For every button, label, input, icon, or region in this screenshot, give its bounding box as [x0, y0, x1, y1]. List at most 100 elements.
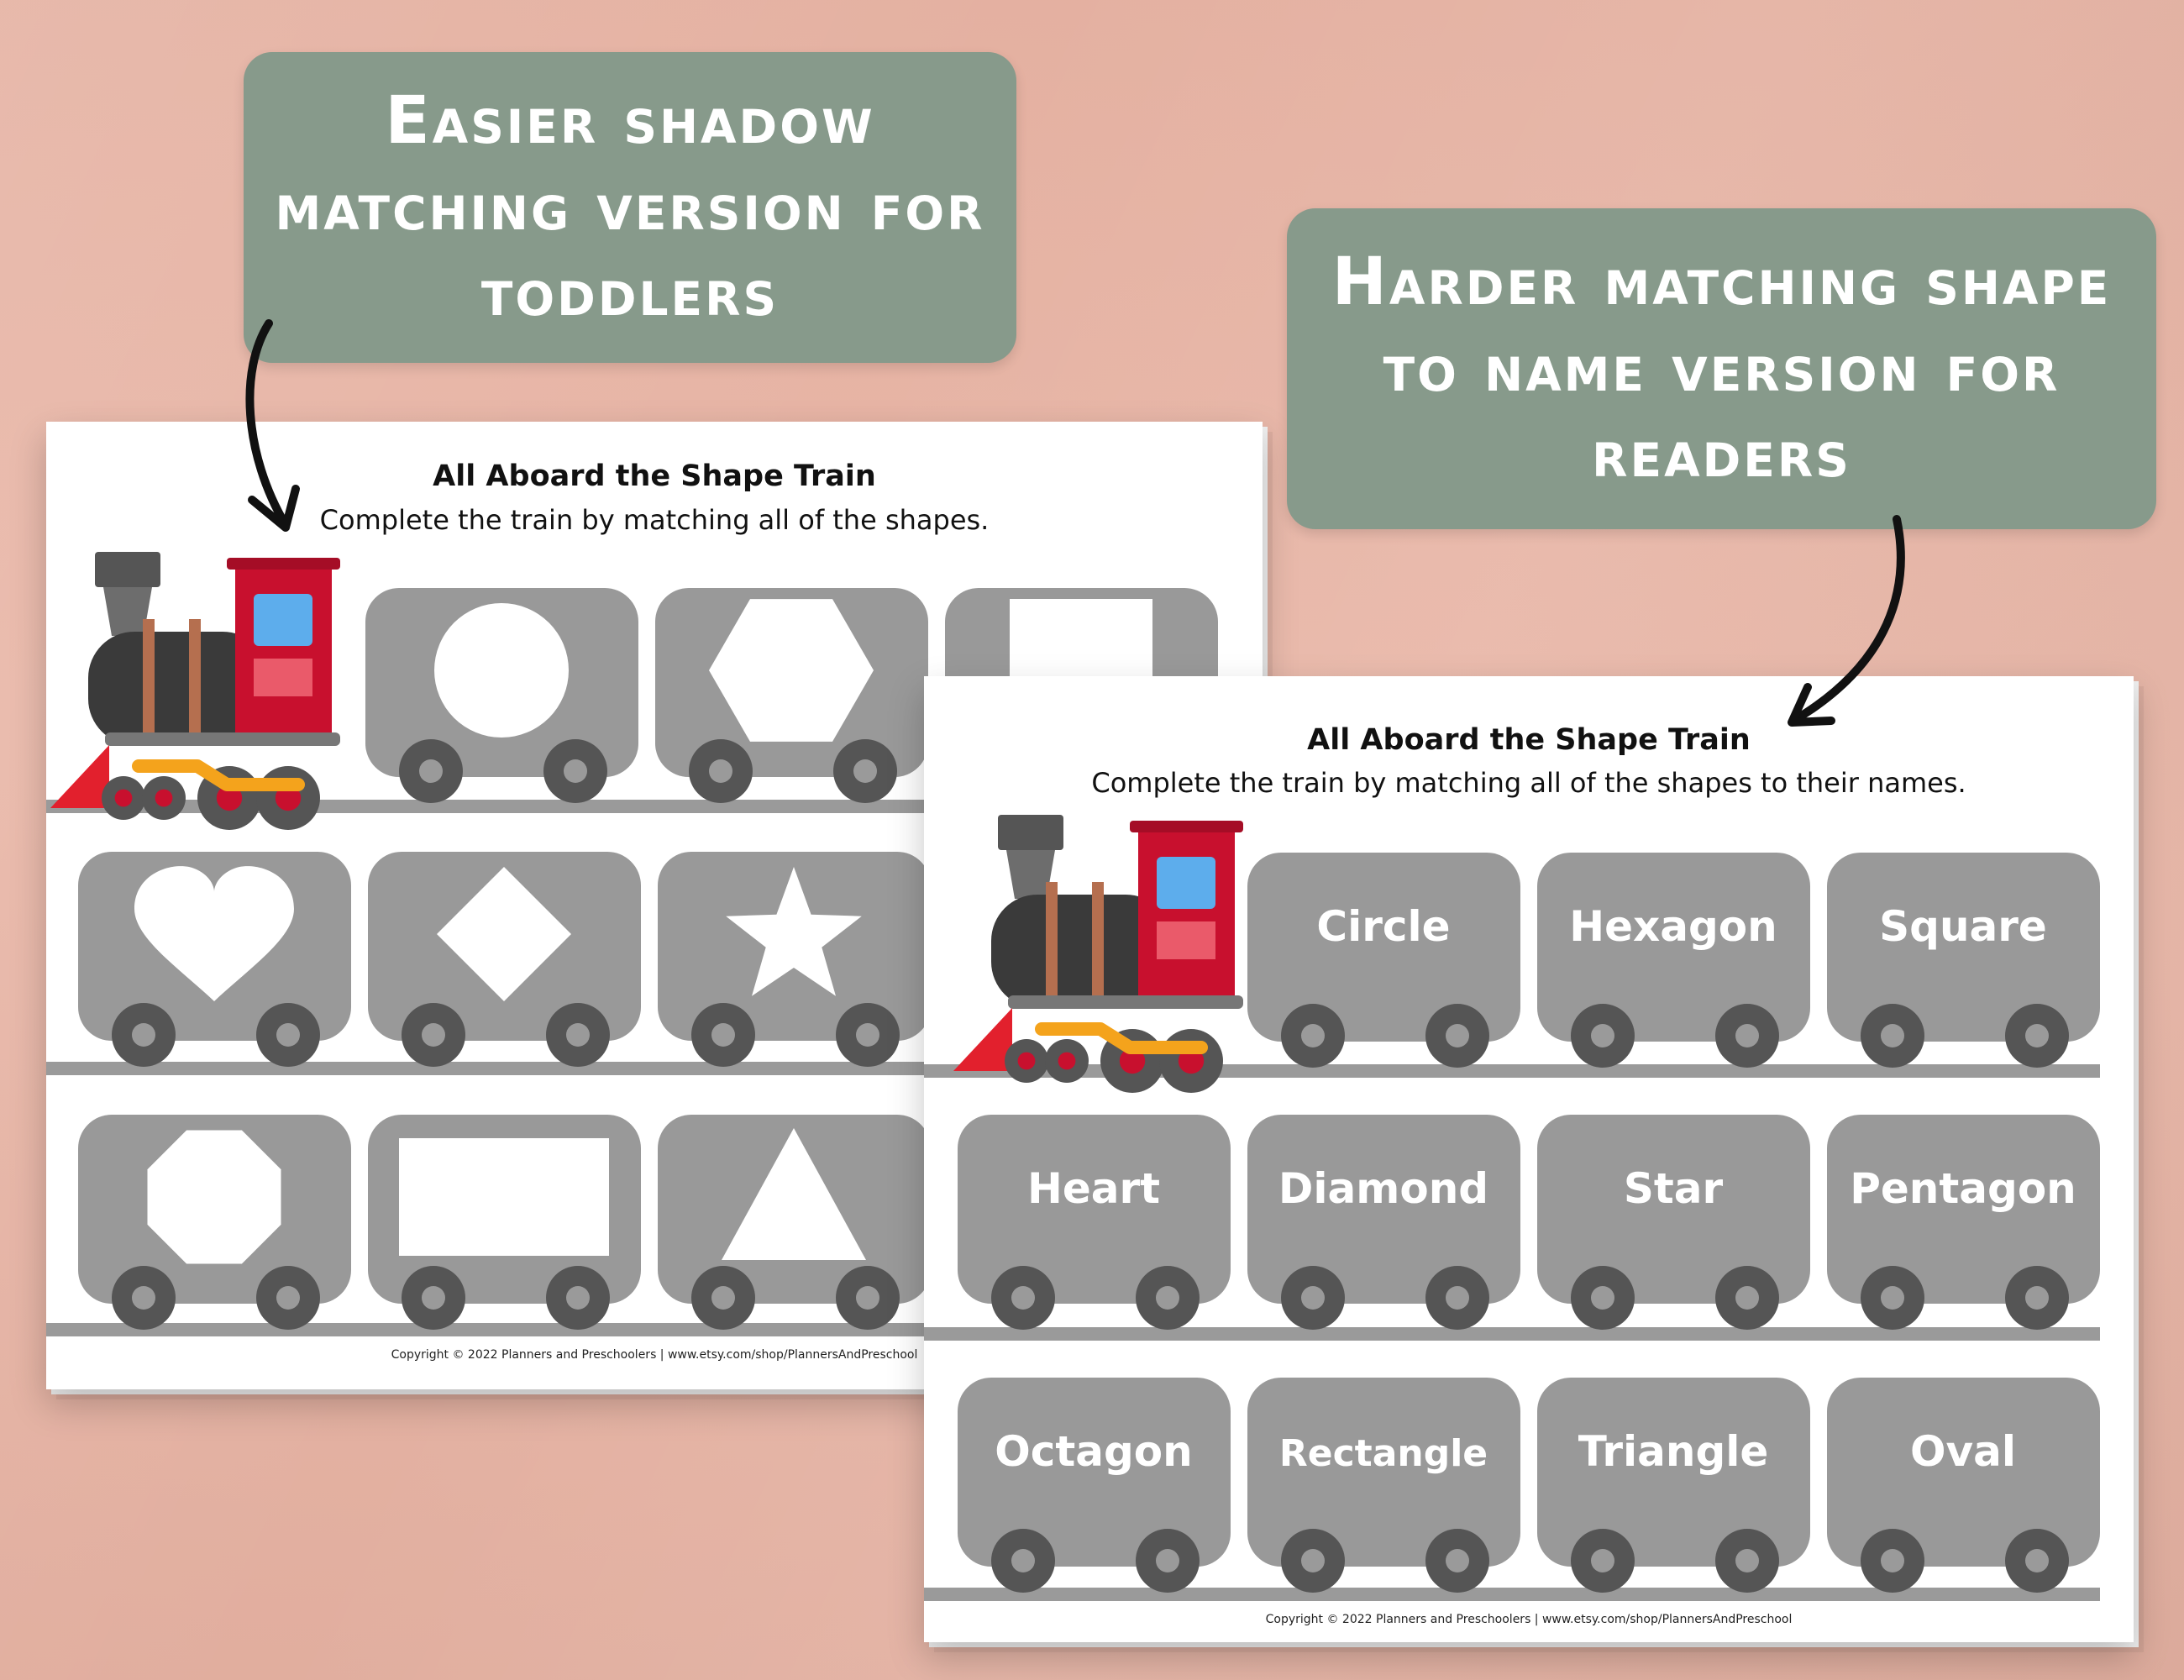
train-wheel-hub — [1735, 1024, 1759, 1047]
train-car-body — [1537, 1378, 1810, 1567]
engine-wheel-hub — [1058, 1052, 1076, 1070]
train-car-body — [1827, 1378, 2100, 1567]
train-car — [658, 1115, 931, 1330]
train-car: Square — [1827, 853, 2100, 1068]
easy-version-callout-text: Easier shadow matching version for toddl… — [275, 82, 985, 332]
train-car — [655, 588, 928, 803]
train-wheel-hub — [1881, 1024, 1904, 1047]
engine-boiler — [88, 632, 269, 745]
engine-wheel-hub — [155, 789, 173, 807]
triangle-shape — [722, 1128, 866, 1260]
train-wheel-hub — [566, 1286, 590, 1310]
easy-version-callout: Easier shadow matching version for toddl… — [244, 52, 1016, 363]
train-car-label: Pentagon — [1850, 1164, 2076, 1213]
train-wheel-hub — [1301, 1549, 1325, 1572]
train-track — [924, 1588, 2100, 1601]
engine-wheel-hub — [1178, 1047, 1205, 1074]
hard-worksheet-footer: Copyright © 2022 Planners and Preschoole… — [1265, 1613, 1793, 1626]
train-wheel-hub — [132, 1023, 155, 1047]
train-car-label: Rectangle — [1279, 1432, 1488, 1475]
engine-rod — [1035, 1022, 1208, 1054]
engine-smokestack — [1006, 850, 1055, 899]
train-car-body — [958, 1378, 1231, 1567]
hard-version-callout-text: Harder matching shape to name version fo… — [1331, 244, 2112, 493]
diamond-shape — [437, 867, 571, 1001]
train-wheel-hub — [1591, 1286, 1614, 1310]
circle-shape — [434, 603, 569, 738]
engine-cab-roof — [1130, 821, 1243, 832]
train-wheel-hub — [1446, 1024, 1469, 1047]
train-wheel-hub — [2025, 1549, 2049, 1572]
train-car-label: Star — [1624, 1164, 1724, 1213]
steam-engine-icon — [953, 815, 1243, 1093]
train-car — [78, 1115, 351, 1330]
engine-wheel-hub — [275, 785, 302, 811]
train-wheel-hub — [1301, 1286, 1325, 1310]
train-car-body — [1537, 1115, 1810, 1304]
train-wheel-hub — [1011, 1286, 1035, 1310]
train-car: Hexagon — [1537, 853, 1810, 1068]
engine-pipe — [189, 619, 201, 737]
train-car — [658, 852, 931, 1067]
train-car: Oval — [1827, 1378, 2100, 1593]
train-car-body — [958, 1115, 1231, 1304]
train-car: Rectangle — [1247, 1378, 1520, 1593]
train-wheel-hub — [1156, 1549, 1179, 1572]
engine-panel — [254, 659, 312, 696]
train-wheel-hub — [422, 1023, 445, 1047]
train-wheel-hub — [2025, 1286, 2049, 1310]
engine-pipe — [1092, 882, 1104, 1000]
train-wheel-hub — [276, 1286, 300, 1310]
train-wheel-hub — [1881, 1286, 1904, 1310]
rectangle-shape — [399, 1138, 609, 1256]
train-car: Circle — [1247, 853, 1520, 1068]
train-wheel-hub — [276, 1023, 300, 1047]
heart-shape — [134, 866, 294, 1001]
star-shape — [726, 867, 862, 996]
easy-worksheet: All Aboard the Shape Train Complete the … — [46, 422, 1263, 1389]
octagon-shape — [147, 1130, 281, 1264]
train-car-label: Octagon — [995, 1427, 1193, 1476]
train-wheel-hub — [422, 1286, 445, 1310]
hard-worksheet: All Aboard the Shape Train Complete the … — [924, 676, 2134, 1642]
train-car — [368, 1115, 641, 1330]
train-wheel-hub — [1881, 1549, 1904, 1572]
train-car: Heart — [958, 1115, 1231, 1330]
train-car-label: Square — [1879, 902, 2047, 951]
train-wheel-hub — [1446, 1549, 1469, 1572]
train-car-label: Oval — [1910, 1427, 2016, 1476]
train-car: Diamond — [1247, 1115, 1520, 1330]
train-car-label: Diamond — [1278, 1164, 1488, 1213]
train-wheel-hub — [566, 1023, 590, 1047]
engine-wheel-hub — [114, 789, 133, 807]
engine-window — [1157, 857, 1215, 909]
train-car-label: Circle — [1316, 902, 1450, 951]
train-wheel-hub — [711, 1023, 735, 1047]
hard-worksheet-subtitle: Complete the train by matching all of th… — [1091, 767, 1966, 799]
train-wheel-hub — [853, 759, 877, 783]
train-wheel-hub — [709, 759, 732, 783]
train-car-body — [1827, 853, 2100, 1042]
train-car — [365, 588, 638, 803]
train-car: Star — [1537, 1115, 1810, 1330]
engine-pipe — [1046, 882, 1058, 1000]
train-car-body — [1247, 1115, 1520, 1304]
train-wheel-hub — [419, 759, 443, 783]
train-car — [368, 852, 641, 1067]
easy-worksheet-footer: Copyright © 2022 Planners and Preschoole… — [391, 1348, 918, 1362]
train-wheel-hub — [856, 1023, 879, 1047]
engine-cowcatcher — [953, 1008, 1012, 1071]
train-wheel-hub — [1446, 1286, 1469, 1310]
engine-wheel-hub — [1119, 1047, 1146, 1074]
engine-wheel-hub — [216, 785, 243, 811]
train-car-body — [1247, 853, 1520, 1042]
engine-panel — [1157, 921, 1215, 959]
engine-smokestack-cap — [998, 815, 1063, 850]
train-wheel-hub — [1591, 1549, 1614, 1572]
train-car-label: Hexagon — [1569, 902, 1777, 951]
hard-worksheet-title: All Aboard the Shape Train — [1307, 723, 1751, 757]
train-car-body — [1537, 853, 1810, 1042]
